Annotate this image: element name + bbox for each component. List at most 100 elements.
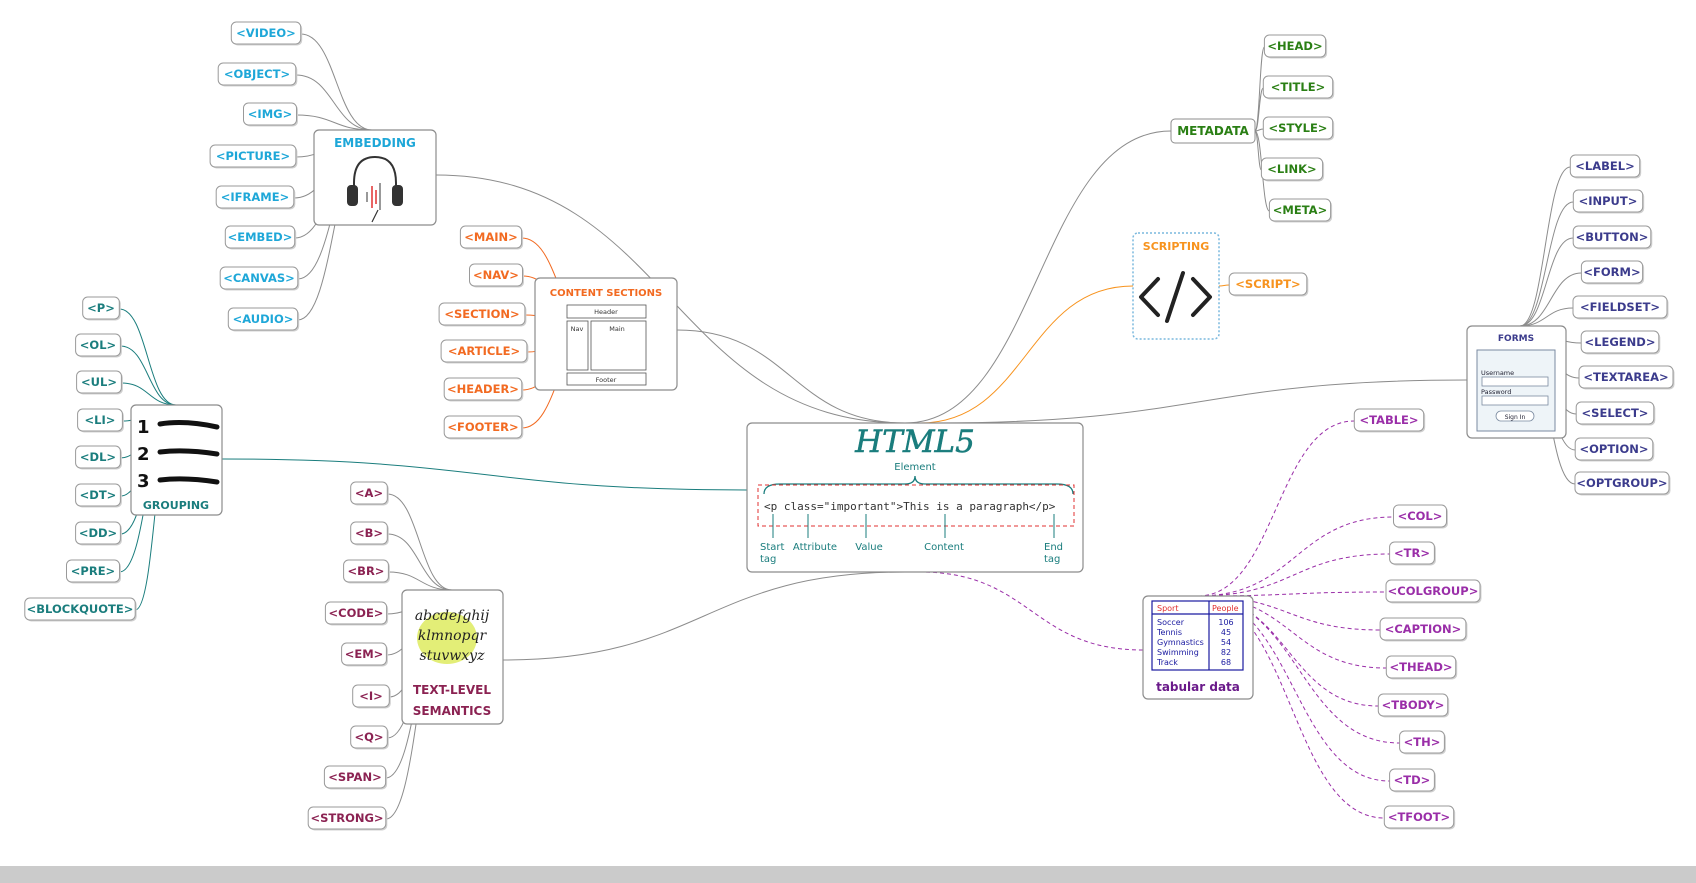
leaf-label: <TABLE> <box>1359 413 1418 427</box>
leaf-nav[interactable]: <NAV> <box>469 263 525 288</box>
leaf-ul[interactable]: <UL> <box>76 370 123 395</box>
embedding-node[interactable]: EMBEDDING <box>313 129 437 226</box>
leaf-pre[interactable]: <PRE> <box>66 559 122 584</box>
leaf-label[interactable]: <LABEL> <box>1569 154 1642 179</box>
leaf-section[interactable]: <SECTION> <box>438 302 527 327</box>
leaf-form[interactable]: <FORM> <box>1580 260 1645 285</box>
leaf-dl[interactable]: <DL> <box>75 445 122 470</box>
leaf-label: <TBODY> <box>1382 698 1445 712</box>
svg-text:Username: Username <box>1481 369 1514 377</box>
leaf-span[interactable]: <SPAN> <box>323 765 388 790</box>
leaf-meta[interactable]: <META> <box>1268 198 1333 223</box>
leaf-label: <EMBED> <box>228 230 293 244</box>
leaf-header[interactable]: <HEADER> <box>443 377 524 402</box>
leaf-style[interactable]: <STYLE> <box>1262 116 1335 141</box>
leaf-label: <TEXTAREA> <box>1583 370 1668 384</box>
leaf-table[interactable]: <TABLE> <box>1353 408 1426 433</box>
leaf-col[interactable]: <COL> <box>1393 504 1449 529</box>
leaf-legend[interactable]: <LEGEND> <box>1580 330 1661 355</box>
leaf-p[interactable]: <P> <box>82 296 121 321</box>
leaf-select[interactable]: <SELECT> <box>1575 401 1656 426</box>
leaf-caption[interactable]: <CAPTION> <box>1379 617 1468 642</box>
leaf-label: <B> <box>355 526 383 540</box>
leaf-br[interactable]: <BR> <box>343 559 390 584</box>
leaf-iframe[interactable]: <IFRAME> <box>215 185 296 210</box>
branch-scripting <box>919 285 1134 424</box>
embedding-title: EMBEDDING <box>334 136 416 150</box>
html5-central-node[interactable]: HTML5 Element <p class="important">This … <box>746 422 1084 573</box>
leaf-strong[interactable]: <STRONG> <box>307 806 388 831</box>
leaf-q[interactable]: <Q> <box>350 725 389 750</box>
leaf-audio[interactable]: <AUDIO> <box>227 307 300 332</box>
metadata-title: METADATA <box>1177 124 1249 138</box>
leaf-dt[interactable]: <DT> <box>75 483 122 508</box>
leaf-option[interactable]: <OPTION> <box>1574 437 1655 462</box>
leaf-a[interactable]: <A> <box>350 481 389 506</box>
leaf-label: <VIDEO> <box>236 26 296 40</box>
leaf-label: <TH> <box>1404 735 1441 749</box>
leaf-label: <UL> <box>81 375 117 389</box>
code-brackets-icon <box>1139 271 1212 323</box>
leaf-embed[interactable]: <EMBED> <box>224 225 297 250</box>
leaf-tbody[interactable]: <TBODY> <box>1377 693 1450 718</box>
leaf-fieldset[interactable]: <FIELDSET> <box>1572 295 1669 320</box>
leaf-footer[interactable]: <FOOTER> <box>443 415 524 440</box>
html5-card <box>746 422 1084 573</box>
connector-link <box>1254 130 1262 171</box>
leaf-code[interactable]: <CODE> <box>324 601 389 626</box>
leaf-label: <TFOOT> <box>1388 810 1450 824</box>
leaf-optgroup[interactable]: <OPTGROUP> <box>1574 471 1671 496</box>
grouping-node[interactable]: 1 2 3 GROUPING <box>130 404 223 516</box>
leaf-img[interactable]: <IMG> <box>243 102 299 127</box>
leaf-i[interactable]: <I> <box>352 684 391 709</box>
leaf-head[interactable]: <HEAD> <box>1263 34 1328 59</box>
leaf-link[interactable]: <LINK> <box>1260 157 1325 182</box>
leaf-textarea[interactable]: <TEXTAREA> <box>1578 365 1675 390</box>
leaf-label: <SECTION> <box>444 307 519 321</box>
leaf-thead[interactable]: <THEAD> <box>1385 655 1458 680</box>
leaf-picture[interactable]: <PICTURE> <box>209 144 298 169</box>
leaf-input[interactable]: <INPUT> <box>1572 189 1645 214</box>
leaf-colgroup[interactable]: <COLGROUP> <box>1385 579 1482 604</box>
metadata-node[interactable]: METADATA <box>1170 118 1256 144</box>
leaf-td[interactable]: <TD> <box>1389 768 1436 793</box>
leaf-label: <I> <box>359 689 383 703</box>
annotation-value: Value <box>855 542 882 553</box>
leaf-article[interactable]: <ARTICLE> <box>440 339 529 364</box>
bottom-scrollbar[interactable] <box>0 866 1696 883</box>
leaf-video[interactable]: <VIDEO> <box>230 21 303 46</box>
leaf-label: <THEAD> <box>1389 660 1452 674</box>
content-sections-node[interactable]: CONTENT SECTIONS Header Nav Main Footer <box>534 277 678 391</box>
leaf-th[interactable]: <TH> <box>1399 730 1446 755</box>
text-level-semantics-node[interactable]: abcdefghij klmnopqr stuvwxyz TEXT-LEVEL … <box>401 589 504 725</box>
text-level-title-line2: SEMANTICS <box>413 704 491 718</box>
branch-forms <box>934 379 1468 424</box>
table-cell-sport: Track <box>1156 658 1178 667</box>
leaf-label: <P> <box>87 301 115 315</box>
leaf-button[interactable]: <BUTTON> <box>1572 225 1653 250</box>
leaf-tfoot[interactable]: <TFOOT> <box>1383 805 1456 830</box>
svg-text:2: 2 <box>137 444 150 465</box>
table-cell-sport: Soccer <box>1157 618 1185 627</box>
leaf-script[interactable]: <SCRIPT> <box>1228 272 1309 297</box>
table-cell-people: 54 <box>1221 638 1231 647</box>
leaf-blockquote[interactable]: <BLOCKQUOTE> <box>24 597 137 622</box>
leaf-canvas[interactable]: <CANVAS> <box>219 266 300 291</box>
leaf-li[interactable]: <LI> <box>77 408 124 433</box>
leaf-dd[interactable]: <DD> <box>75 521 122 546</box>
forms-node[interactable]: FORMS Username Password Sign In <box>1466 325 1567 439</box>
code-sample: <p class="important">This is a paragraph… <box>764 500 1056 513</box>
connector-table <box>1197 420 1355 597</box>
leaf-main[interactable]: <MAIN> <box>459 225 524 250</box>
leaf-label: <INPUT> <box>1579 194 1638 208</box>
leaf-ol[interactable]: <OL> <box>75 333 122 358</box>
leaf-label: <STYLE> <box>1269 121 1328 135</box>
leaf-b[interactable]: <B> <box>350 521 389 546</box>
leaf-em[interactable]: <EM> <box>341 642 388 667</box>
leaf-tr[interactable]: <TR> <box>1389 541 1436 566</box>
leaf-title[interactable]: <TITLE> <box>1262 75 1335 100</box>
scripting-node[interactable]: SCRIPTING <box>1132 232 1220 340</box>
leaf-object[interactable]: <OBJECT> <box>217 62 298 87</box>
